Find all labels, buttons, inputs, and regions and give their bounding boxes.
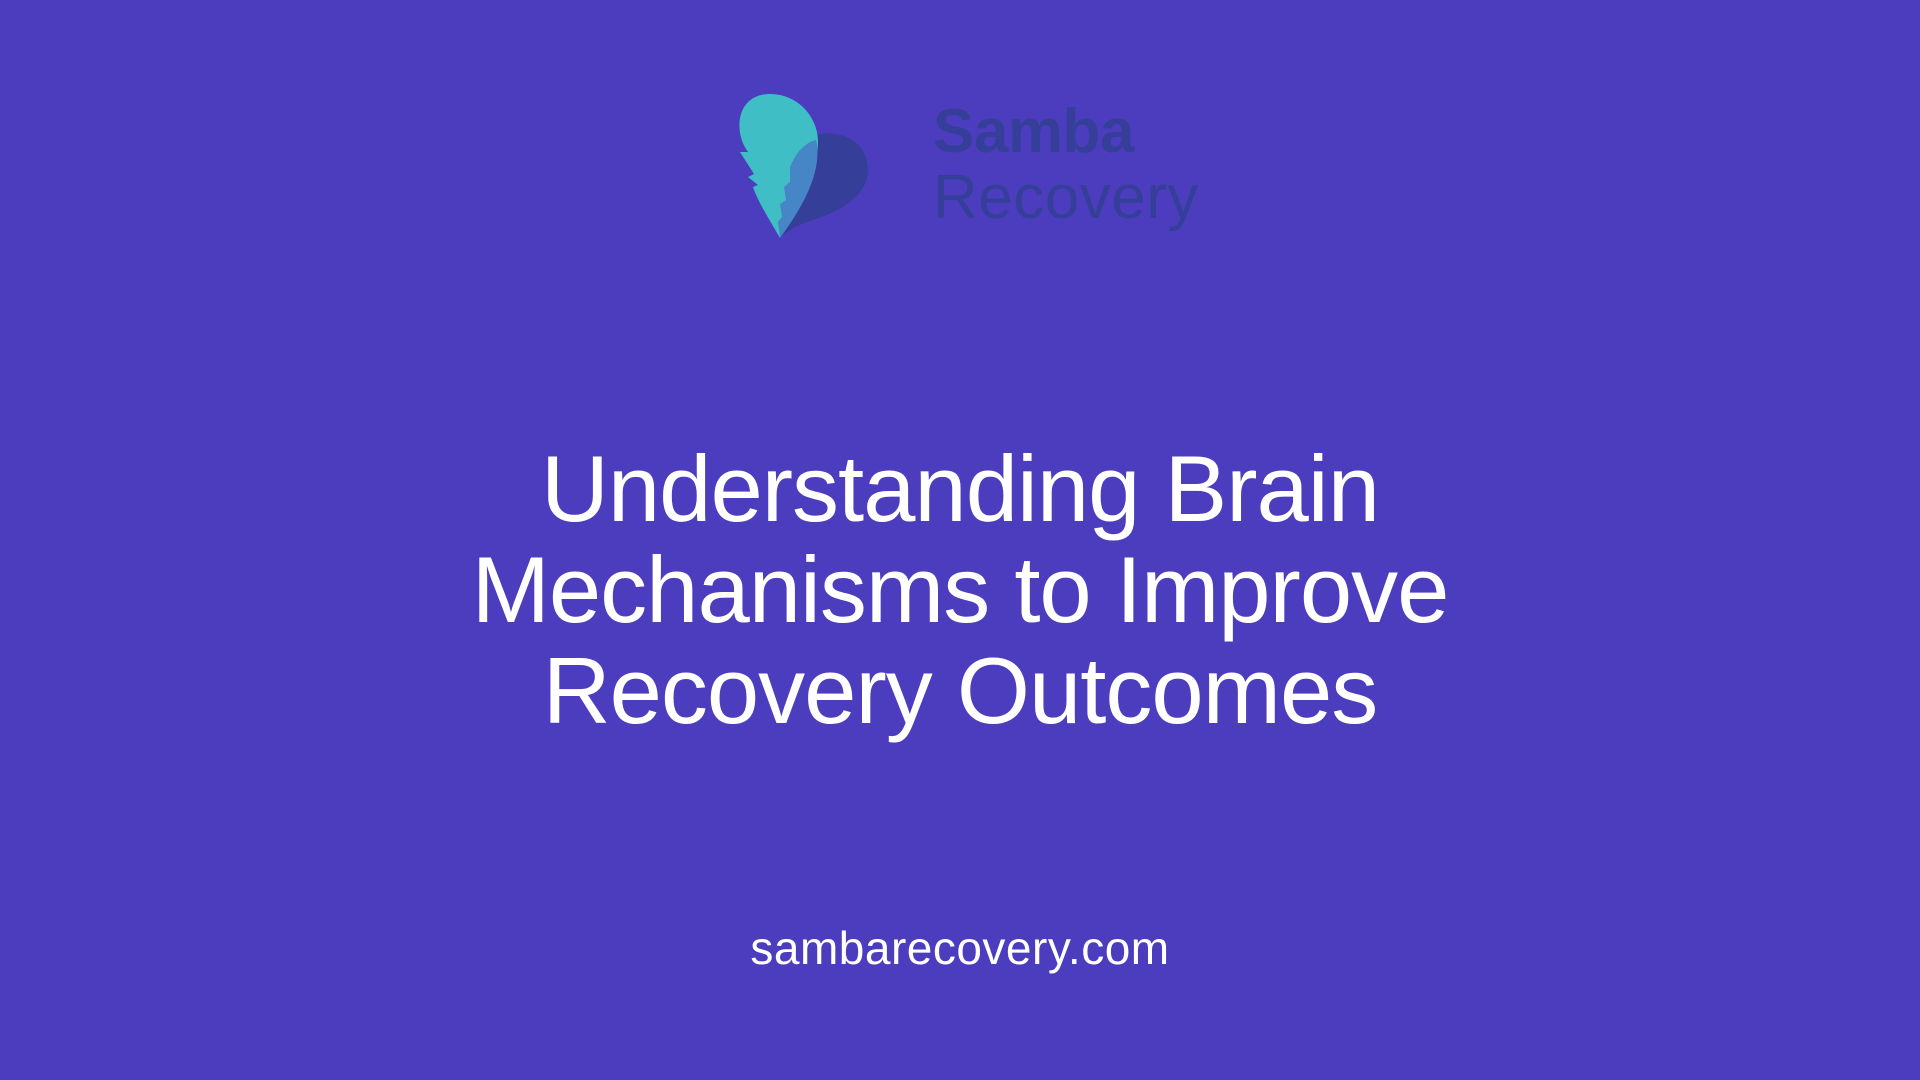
brand-logo: Samba Recovery xyxy=(718,92,1199,240)
feather-heart-icon xyxy=(739,94,868,238)
brand-name: Samba xyxy=(933,97,1134,166)
title-line-2: Mechanisms to Improve xyxy=(471,537,1450,642)
brand-subname: Recovery xyxy=(933,163,1199,232)
page-title: Understanding Brain Mechanisms to Improv… xyxy=(0,438,1920,741)
website-url: sambarecovery.com xyxy=(750,922,1170,974)
title-line-3: Recovery Outcomes xyxy=(542,638,1379,743)
title-line-1: Understanding Brain xyxy=(541,436,1380,541)
brand-wordmark: Samba Recovery xyxy=(933,97,1199,232)
